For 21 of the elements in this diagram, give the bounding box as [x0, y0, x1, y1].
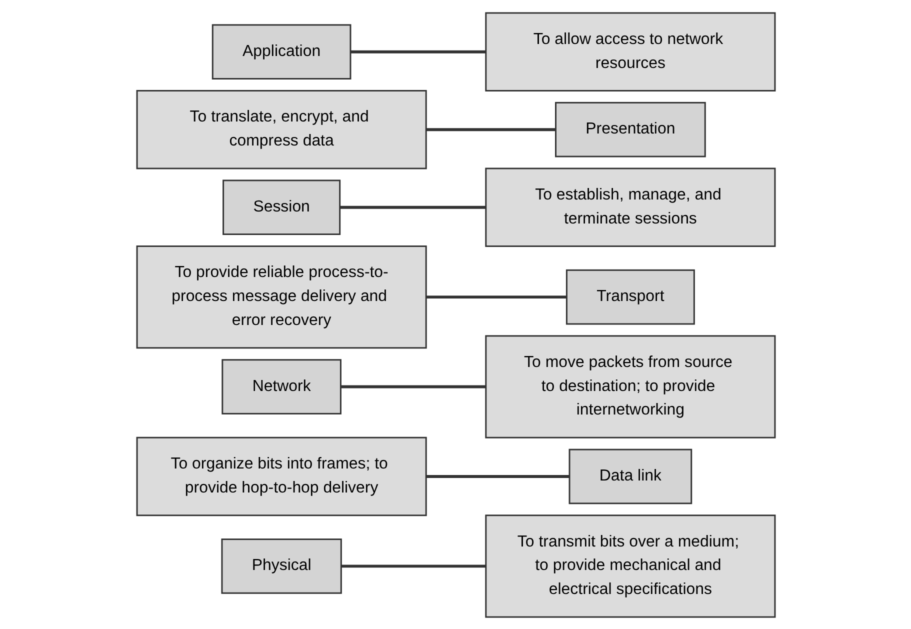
node-box: To establish, manage, and terminate sessions: [484, 167, 776, 246]
node-box: Data link: [568, 448, 692, 504]
node-box: To move packets from source to destination; to provide internetworking: [484, 334, 776, 438]
node-box: Presentation: [554, 101, 706, 157]
connector: [426, 128, 556, 131]
node-box: To provide reliable process-to-process message delivery and error recovery: [136, 244, 426, 348]
node-box: To transmit bits over a medium; to provide mechanical and electrical specifications: [484, 514, 776, 618]
connector: [426, 295, 566, 298]
node-box: Transport: [565, 268, 694, 324]
node-box: Physical: [220, 538, 342, 594]
connector: [350, 50, 486, 53]
node-box: To translate, encrypt, and compress data: [136, 89, 426, 169]
connector: [426, 474, 569, 478]
node-box: Application: [211, 24, 351, 79]
node-box: Network: [221, 358, 341, 414]
connector: [339, 205, 486, 208]
node-box: To allow access to network resources: [484, 12, 776, 91]
connector: [340, 564, 486, 568]
node-box: To organize bits into frames; to provide hop-to-hop delivery: [136, 436, 426, 516]
connector: [340, 384, 486, 388]
node-box: Session: [222, 179, 340, 234]
